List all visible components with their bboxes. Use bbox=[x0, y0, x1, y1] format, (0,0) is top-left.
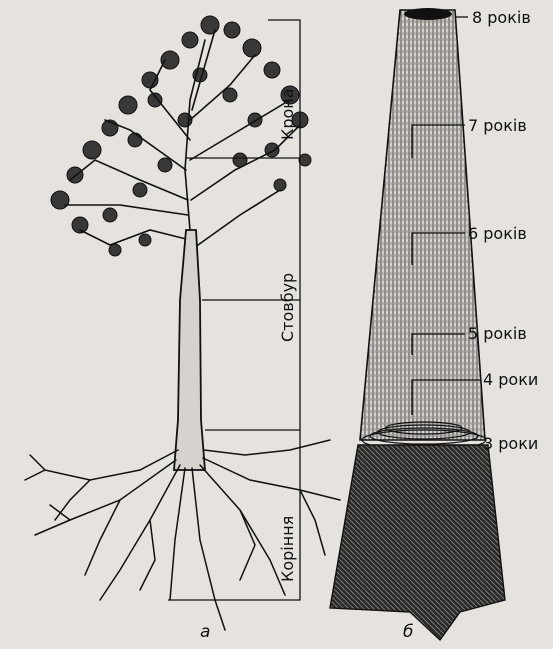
crown-label: Крона bbox=[278, 88, 297, 140]
age-label-8: 8 років bbox=[472, 8, 531, 27]
age-label-6: 6 років bbox=[468, 224, 527, 243]
stump-base bbox=[330, 445, 505, 640]
roots-label: Коріння bbox=[278, 516, 297, 582]
trunk-label: Стовбур bbox=[278, 273, 297, 342]
crown-foliage bbox=[51, 16, 311, 256]
top-cap bbox=[404, 8, 452, 20]
panel-label-a: а bbox=[200, 622, 210, 642]
panel-label-b: б bbox=[403, 622, 413, 642]
age-label-5: 5 років bbox=[468, 324, 527, 343]
bark-column bbox=[360, 10, 485, 440]
age-label-3: 3 роки bbox=[483, 434, 538, 453]
trunk-shape bbox=[174, 230, 205, 470]
age-label-7: 7 років bbox=[468, 116, 527, 135]
age-label-4: 4 роки bbox=[483, 370, 538, 389]
